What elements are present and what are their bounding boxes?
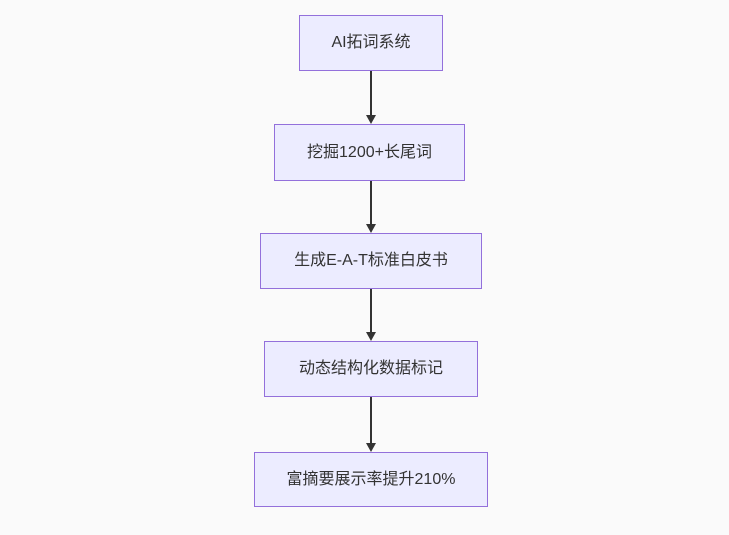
arrowhead-down-icon — [366, 332, 376, 341]
arrow-line — [370, 397, 372, 443]
arrow-line — [370, 71, 372, 115]
flow-arrow-3 — [365, 289, 377, 341]
arrow-line — [370, 181, 372, 224]
arrow-line — [370, 289, 372, 332]
arrowhead-down-icon — [366, 443, 376, 452]
flow-arrow-1 — [365, 71, 377, 124]
flow-node-label: AI拓词系统 — [331, 34, 411, 52]
flow-node-structured-data: 动态结构化数据标记 — [264, 341, 478, 397]
flow-node-label: 挖掘1200+长尾词 — [307, 143, 432, 161]
arrowhead-down-icon — [366, 115, 376, 124]
flow-node-label: 动态结构化数据标记 — [298, 360, 443, 378]
flow-arrow-4 — [365, 397, 377, 452]
flow-arrow-2 — [365, 181, 377, 233]
flow-node-label: 生成E-A-T标准白皮书 — [294, 252, 448, 270]
arrowhead-down-icon — [366, 224, 376, 233]
flow-node-label: 富摘要展示率提升210% — [286, 470, 456, 488]
flow-node-eat-whitepaper: 生成E-A-T标准白皮书 — [260, 233, 482, 289]
flow-node-longtail-mining: 挖掘1200+长尾词 — [274, 124, 465, 181]
flow-node-rich-snippet-result: 富摘要展示率提升210% — [254, 452, 488, 507]
flow-node-ai-keyword-system: AI拓词系统 — [299, 15, 443, 71]
